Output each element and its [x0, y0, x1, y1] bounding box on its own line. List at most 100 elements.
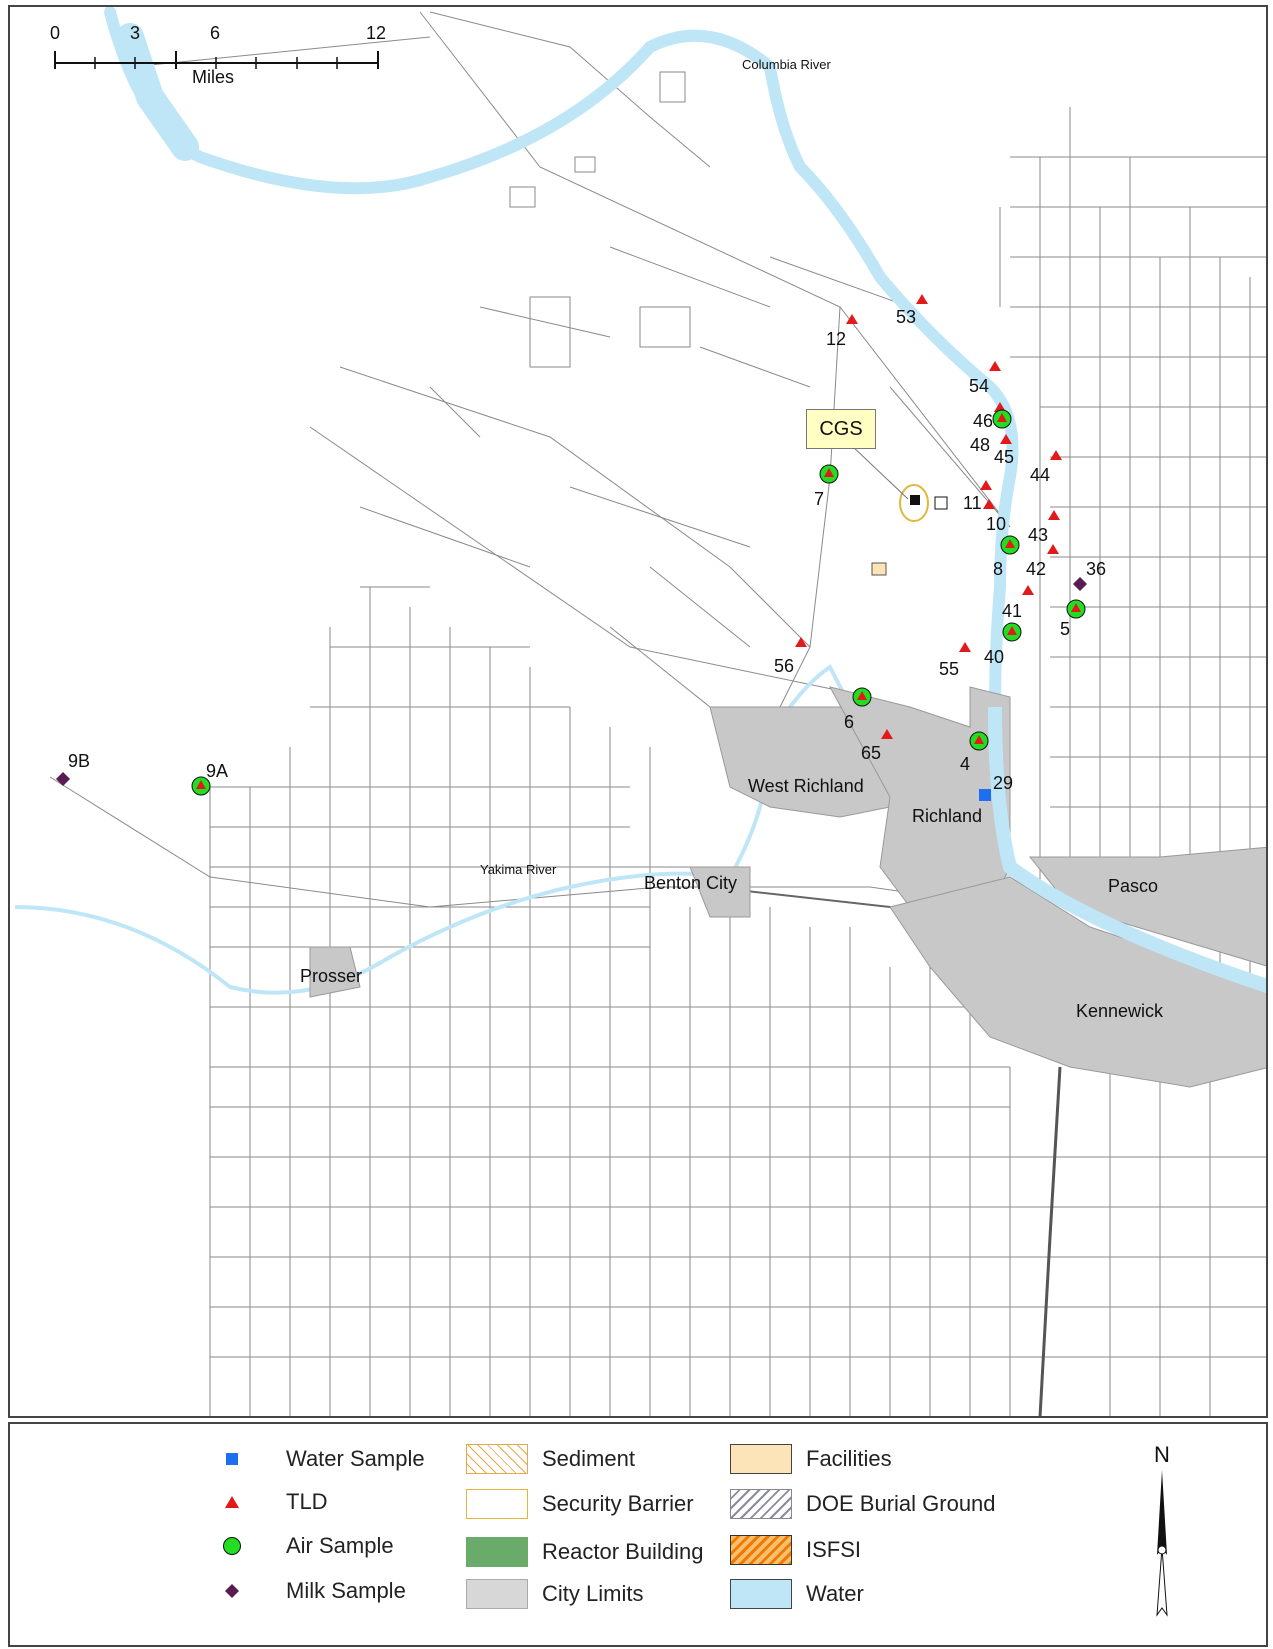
- scale-tick-0: 0: [50, 23, 60, 43]
- security-barrier-swatch: [466, 1489, 528, 1519]
- air-marker-7[interactable]: [819, 464, 839, 484]
- tld-marker-42[interactable]: [1047, 544, 1059, 554]
- cgs-callout[interactable]: CGS: [806, 409, 876, 449]
- legend-item-milk-sample: Milk Sample: [222, 1573, 406, 1609]
- tld-label-48: 48: [970, 435, 990, 455]
- legend-item-air-sample: Air Sample: [222, 1528, 394, 1564]
- tld-marker-46[interactable]: [994, 402, 1006, 412]
- air-sample-icon: [223, 1537, 241, 1555]
- legend-label-city-limits: City Limits: [542, 1581, 644, 1606]
- legend-label-security-barrier: Security Barrier: [542, 1491, 694, 1516]
- water-swatch: [730, 1579, 792, 1609]
- legend-item-water: Water: [730, 1576, 864, 1612]
- legend-label-air-sample: Air Sample: [286, 1533, 394, 1558]
- tld-marker-45[interactable]: [1000, 434, 1012, 444]
- legend: Water Sample TLD Air Sample Milk Sample …: [8, 1422, 1268, 1647]
- city-label-pasco: Pasco: [1108, 876, 1158, 896]
- sediment-swatch: [466, 1444, 528, 1474]
- legend-item-security-barrier: Security Barrier: [466, 1486, 694, 1522]
- tld-label-11: 11: [963, 493, 982, 513]
- city-limits-areas: [309, 686, 1266, 1088]
- legend-item-isfsi: ISFSI: [730, 1532, 861, 1568]
- river-label-columbia: Columbia River: [742, 57, 832, 72]
- tld-marker-55[interactable]: [959, 642, 971, 652]
- tld-marker-54[interactable]: [989, 361, 1001, 371]
- milk-stations: 36 9B: [56, 559, 1106, 786]
- air-label-5: 5: [1060, 619, 1070, 639]
- cgs-site: [831, 426, 948, 576]
- tld-marker-41[interactable]: [1022, 585, 1034, 595]
- tld-marker-56[interactable]: [795, 637, 807, 647]
- air-marker-4[interactable]: [969, 731, 989, 751]
- scale-tick-6: 6: [210, 23, 220, 43]
- tld-stations: 53 12 54 46 48 45 44 11 10 43 42 41 55 5…: [774, 294, 1062, 793]
- milk-marker-9b[interactable]: [56, 772, 70, 786]
- doe-burial-ground-swatch: [730, 1489, 792, 1519]
- milk-label-9b: 9B: [68, 751, 90, 771]
- air-label-9a: 9A: [206, 761, 228, 781]
- tld-icon: [225, 1496, 239, 1508]
- tld-marker-10[interactable]: [983, 499, 995, 509]
- tld-label-54: 54: [969, 376, 989, 396]
- tld-marker-12[interactable]: [846, 314, 858, 324]
- tld-marker-65[interactable]: [881, 729, 893, 739]
- legend-label-water-sample: Water Sample: [286, 1446, 425, 1471]
- air-label-8: 8: [993, 559, 1003, 579]
- tld-label-10: 10: [986, 514, 1006, 534]
- water-sample-marker[interactable]: [979, 789, 991, 801]
- city-label-benton-city: Benton City: [644, 873, 737, 893]
- scale-bar: 0 3 6 12 Miles: [50, 23, 386, 87]
- tld-label-44: 44: [1030, 465, 1050, 485]
- city-label-kennewick: Kennewick: [1076, 1001, 1164, 1021]
- air-label-6: 6: [844, 712, 854, 732]
- legend-label-milk-sample: Milk Sample: [286, 1578, 406, 1603]
- legend-label-facilities: Facilities: [806, 1446, 892, 1471]
- air-marker-5[interactable]: [1066, 599, 1086, 619]
- tld-marker-43[interactable]: [1048, 510, 1060, 520]
- legend-item-sediment: Sediment: [466, 1441, 635, 1477]
- river-label-yakima: Yakima River: [480, 862, 557, 877]
- columbia-river-lower: [988, 706, 1266, 994]
- columbia-river: [104, 7, 1266, 992]
- tld-marker-44[interactable]: [1050, 450, 1062, 460]
- north-label: N: [1154, 1442, 1170, 1467]
- tld-marker-11[interactable]: [980, 480, 992, 490]
- map-frame[interactable]: 0 3 6 12 Miles Columbia River Yakima Riv…: [8, 5, 1268, 1418]
- map-canvas[interactable]: 0 3 6 12 Miles Columbia River Yakima Riv…: [10, 7, 1268, 1418]
- cgs-structure: [934, 496, 948, 510]
- legend-label-isfsi: ISFSI: [806, 1537, 862, 1562]
- tld-label-42: 42: [1026, 559, 1046, 579]
- water-sample-icon: [226, 1453, 238, 1465]
- legend-item-water-sample: Water Sample: [222, 1441, 425, 1477]
- air-marker-40[interactable]: [1002, 622, 1022, 642]
- tld-label-55: 55: [939, 659, 959, 679]
- north-arrow-icon: [1156, 1470, 1168, 1617]
- air-marker-46[interactable]: [992, 409, 1012, 429]
- security-barrier-outline: [899, 484, 929, 522]
- facilities-block: [871, 562, 887, 576]
- milk-sample-icon: [225, 1584, 239, 1598]
- legend-item-doe-burial-ground: DOE Burial Ground: [730, 1486, 996, 1522]
- facilities-swatch: [730, 1444, 792, 1474]
- legend-label-tld: TLD: [286, 1489, 328, 1514]
- city-limits-swatch: [466, 1579, 528, 1609]
- air-marker-8[interactable]: [1000, 535, 1020, 555]
- tld-label-56: 56: [774, 656, 794, 676]
- air-marker-9a[interactable]: [191, 776, 211, 796]
- air-label-4: 4: [960, 754, 970, 774]
- tld-label-53: 53: [896, 307, 916, 327]
- tld-marker-53[interactable]: [916, 294, 928, 304]
- road-network: [49, 11, 1266, 1416]
- milk-marker-36[interactable]: [1073, 577, 1087, 591]
- isfsi-swatch: [730, 1535, 792, 1565]
- legend-item-tld: TLD: [222, 1484, 328, 1520]
- tld-label-45: 45: [994, 447, 1014, 467]
- tld-label-46: 46: [973, 411, 993, 431]
- legend-label-reactor-building: Reactor Building: [542, 1539, 704, 1564]
- city-label-prosser: Prosser: [300, 966, 362, 986]
- legend-item-city-limits: City Limits: [466, 1576, 643, 1612]
- city-label-richland: Richland: [912, 806, 982, 826]
- air-marker-6[interactable]: [852, 687, 872, 707]
- air-label-7: 7: [814, 489, 824, 509]
- scale-tick-3: 3: [130, 23, 140, 43]
